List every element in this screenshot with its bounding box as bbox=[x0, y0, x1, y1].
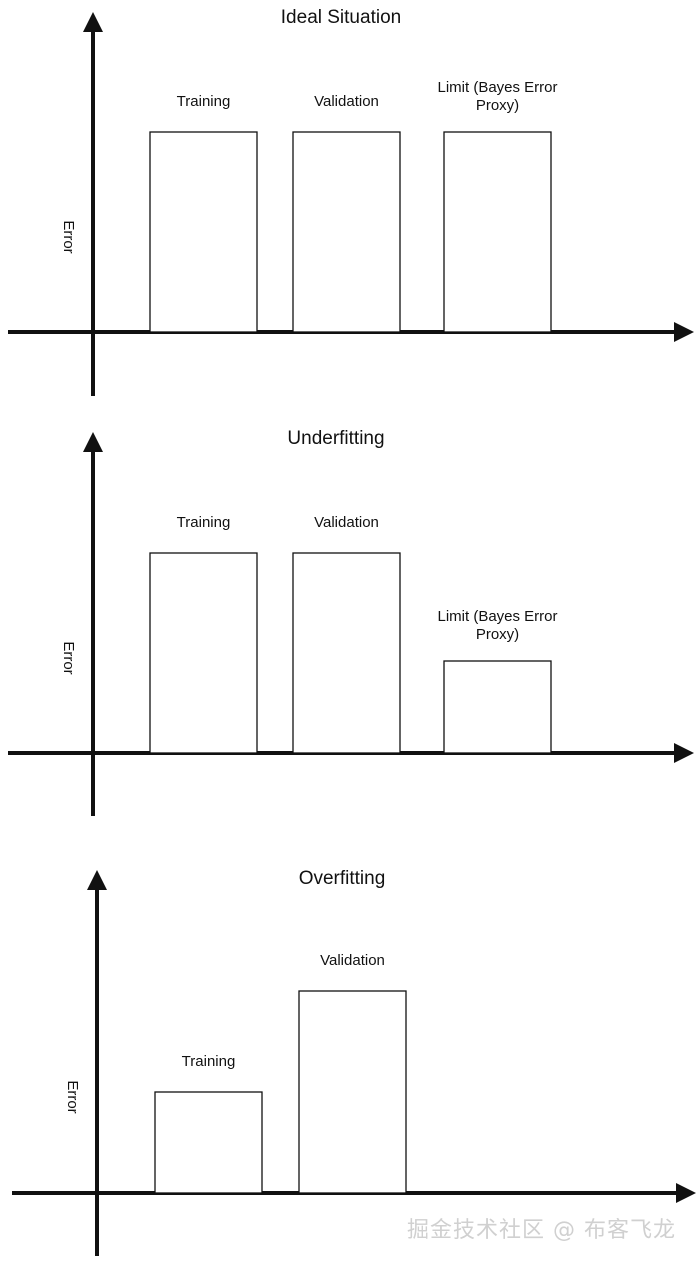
bar-1 bbox=[149, 552, 258, 754]
bar-1 bbox=[154, 1091, 263, 1194]
watermark-text: 掘金技术社区 @ 布客飞龙 bbox=[407, 1218, 676, 1243]
bar-1 bbox=[149, 131, 258, 333]
chart-title: Ideal Situation bbox=[281, 7, 401, 28]
category-label: Training bbox=[177, 514, 231, 531]
bar-3 bbox=[443, 131, 552, 333]
bar-2 bbox=[292, 552, 401, 754]
category-label: Proxy) bbox=[476, 97, 519, 114]
category-label: Validation bbox=[314, 93, 379, 110]
category-label: Limit (Bayes Error bbox=[437, 608, 557, 625]
category-label: Proxy) bbox=[476, 626, 519, 643]
y-axis-label: Error bbox=[60, 220, 77, 253]
category-label: Training bbox=[182, 1053, 236, 1070]
category-label: Limit (Bayes Error bbox=[437, 79, 557, 96]
category-label: Training bbox=[177, 93, 231, 110]
bar-2 bbox=[298, 990, 407, 1194]
chart-title: Underfitting bbox=[287, 428, 384, 449]
category-label: Validation bbox=[314, 514, 379, 531]
bar-2 bbox=[292, 131, 401, 333]
category-label: Validation bbox=[320, 952, 385, 969]
bar-3 bbox=[443, 660, 552, 754]
y-axis-label: Error bbox=[64, 1080, 81, 1113]
y-axis-label: Error bbox=[60, 641, 77, 674]
chart-title: Overfitting bbox=[299, 868, 386, 889]
